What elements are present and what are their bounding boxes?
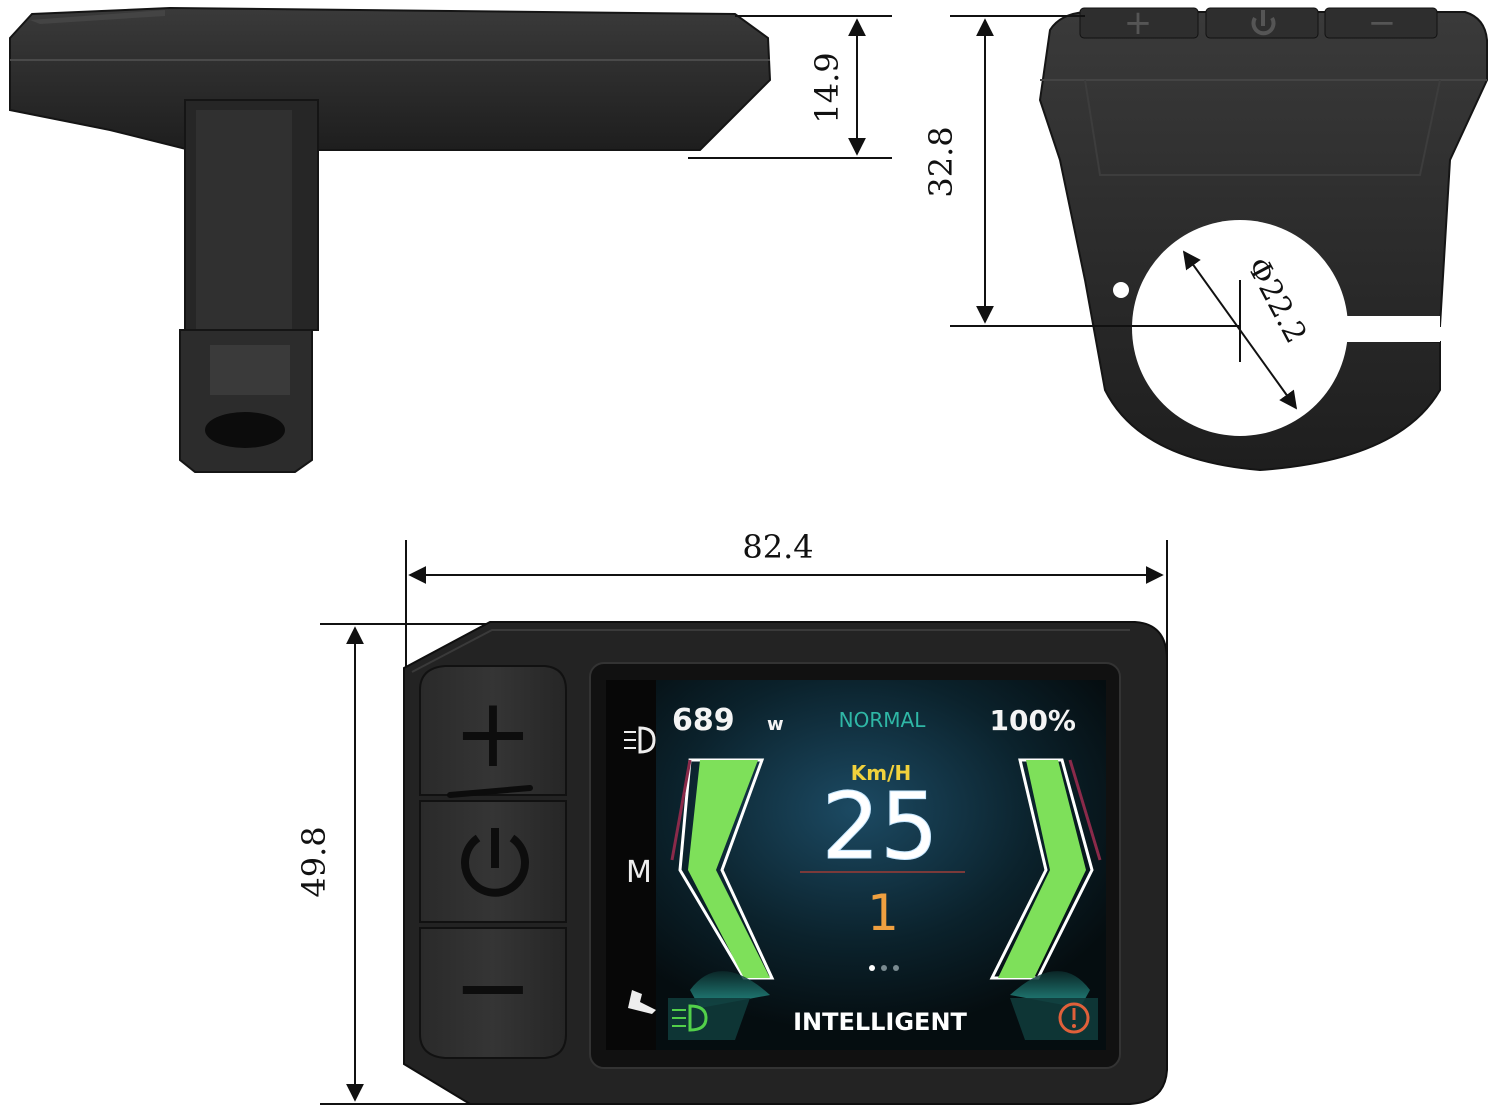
dimension-width: 82.4 <box>405 528 1168 690</box>
dimension-total-height: 32.8 <box>922 15 1240 327</box>
dimension-front-height-label: 49.8 <box>295 826 333 897</box>
assist-level: 1 <box>867 884 899 942</box>
power-unit: w <box>767 714 784 735</box>
page-dot <box>893 965 899 971</box>
drive-mode-label: INTELLIGENT <box>793 1008 967 1036</box>
plus-button[interactable]: + <box>419 665 567 796</box>
walk-assist-icon <box>628 990 656 1014</box>
side-mode-letter: M <box>626 855 652 890</box>
page-dot <box>881 965 887 971</box>
ride-mode-label: NORMAL <box>839 708 927 732</box>
dimension-top-height-label: 14.9 <box>808 52 846 123</box>
side-view <box>9 6 772 473</box>
end-view-minus-label: − <box>1368 3 1397 43</box>
headlight-status-icon <box>672 1004 708 1032</box>
end-view-power-icon <box>1251 10 1276 36</box>
end-view: + − Φ22.2 <box>1038 3 1488 472</box>
warning-icon <box>1058 1002 1090 1034</box>
headlight-icon <box>624 726 656 754</box>
speed-readout: 25 <box>821 773 938 880</box>
power-readout: 689 <box>672 703 735 738</box>
end-view-plus-label: + <box>1124 3 1153 43</box>
left-chevron-gauge <box>670 758 775 980</box>
plus-button-label: + <box>453 677 533 789</box>
power-icon <box>461 834 529 897</box>
speed-unit: Km/H <box>851 761 911 785</box>
dimension-front-height: 49.8 <box>295 623 560 1105</box>
page-dot-active <box>869 965 875 971</box>
dimension-top-height: 14.9 <box>688 15 892 159</box>
minus-button-label: − <box>453 931 533 1043</box>
button-column: + − <box>419 665 567 1059</box>
battery-readout: 100% <box>989 704 1076 737</box>
power-button[interactable] <box>419 800 567 923</box>
minus-button[interactable]: − <box>419 927 567 1059</box>
dimension-width-label: 82.4 <box>742 528 813 566</box>
dimension-total-height-label: 32.8 <box>922 126 960 197</box>
